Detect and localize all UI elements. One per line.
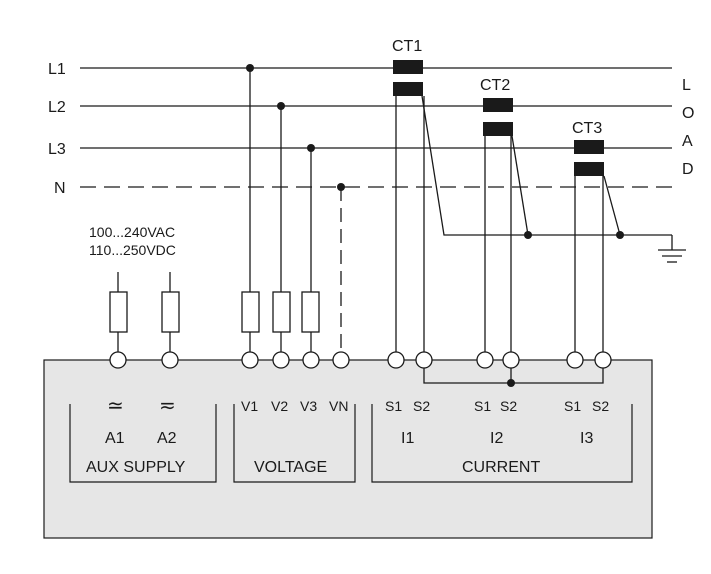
aux-wiring — [109, 272, 180, 352]
terminal-a2 — [161, 351, 179, 369]
terminal-i3-s2 — [594, 351, 612, 369]
aux-rating-ac: 100...240VAC — [89, 224, 175, 240]
voltage-terminal-label: V3 — [300, 398, 317, 414]
ct-core — [483, 122, 513, 136]
fuse-a2 — [161, 291, 180, 333]
junction-dot — [277, 102, 285, 110]
current-phase-label: I2 — [490, 430, 503, 447]
aux-rating-dc: 110...250VDC — [89, 242, 176, 258]
label-l1: L1 — [48, 61, 66, 78]
ct2 — [483, 98, 513, 136]
terminal-i1-s1 — [387, 351, 405, 369]
current-s1-label: S1 — [474, 398, 491, 414]
junction-dot — [524, 231, 532, 239]
load-letter: A — [682, 133, 693, 150]
ct3-return — [603, 175, 621, 236]
ct1 — [393, 60, 423, 96]
ct2-return — [511, 135, 529, 236]
current-box — [371, 404, 633, 483]
voltage-title: VOLTAGE — [254, 459, 327, 476]
terminal-i2-s1 — [476, 351, 494, 369]
supply-lines — [80, 67, 672, 188]
terminal-v3 — [302, 351, 320, 369]
current-title: CURRENT — [462, 459, 540, 476]
fuse-v3 — [301, 291, 320, 333]
meter-body — [43, 359, 653, 539]
aux-supply-title: AUX SUPPLY — [86, 459, 186, 476]
ct2-label: CT2 — [480, 77, 510, 94]
ct-core — [483, 98, 513, 112]
aux-supply-box — [69, 404, 217, 483]
aux-a2-label: A2 — [157, 430, 177, 447]
terminal-i3-s1 — [566, 351, 584, 369]
ct-core — [393, 82, 423, 96]
ct1-label: CT1 — [392, 38, 422, 55]
current-phase-label: I3 — [580, 430, 593, 447]
voltage-wiring — [241, 64, 345, 352]
load-label: L O A D — [682, 77, 694, 178]
ct3-label: CT3 — [572, 120, 602, 137]
terminal-v2 — [272, 351, 290, 369]
ct-core — [574, 140, 604, 154]
ct-core — [574, 162, 604, 176]
fuse-v1 — [241, 291, 260, 333]
junction-dot — [337, 183, 345, 191]
fuse-a1 — [109, 291, 128, 333]
current-s2-label: S2 — [592, 398, 609, 414]
current-s2-label: S2 — [413, 398, 430, 414]
terminal-v1 — [241, 351, 259, 369]
label-l2: L2 — [48, 99, 66, 116]
terminal-i2-s2 — [502, 351, 520, 369]
terminals — [109, 351, 612, 369]
voltage-terminal-label: VN — [329, 398, 348, 414]
junction-dot — [246, 64, 254, 72]
current-phase-label: I1 — [401, 430, 414, 447]
fuse-v2 — [272, 291, 291, 333]
load-letter: D — [682, 161, 694, 178]
terminal-a1 — [109, 351, 127, 369]
voltage-box — [233, 404, 356, 483]
ct-core — [393, 60, 423, 74]
current-s2-label: S2 — [500, 398, 517, 414]
current-s1-label: S1 — [564, 398, 581, 414]
junction-dot — [307, 144, 315, 152]
junction-dot — [616, 231, 624, 239]
label-l3: L3 — [48, 141, 66, 158]
ct-wiring — [395, 95, 686, 387]
ct3 — [574, 140, 604, 176]
aux-symbol-ac: ≃ — [107, 395, 124, 417]
junction-dot — [507, 379, 515, 387]
ct1-return — [421, 95, 620, 236]
terminal-vn — [332, 351, 350, 369]
voltage-terminal-label: V2 — [271, 398, 288, 414]
aux-a1-label: A1 — [105, 430, 125, 447]
terminal-i1-s2 — [415, 351, 433, 369]
aux-symbol-dc: ≂ — [159, 395, 176, 417]
load-letter: L — [682, 77, 691, 94]
load-letter: O — [682, 105, 694, 122]
current-s1-label: S1 — [385, 398, 402, 414]
label-n: N — [54, 180, 66, 197]
voltage-terminal-label: V1 — [241, 398, 258, 414]
